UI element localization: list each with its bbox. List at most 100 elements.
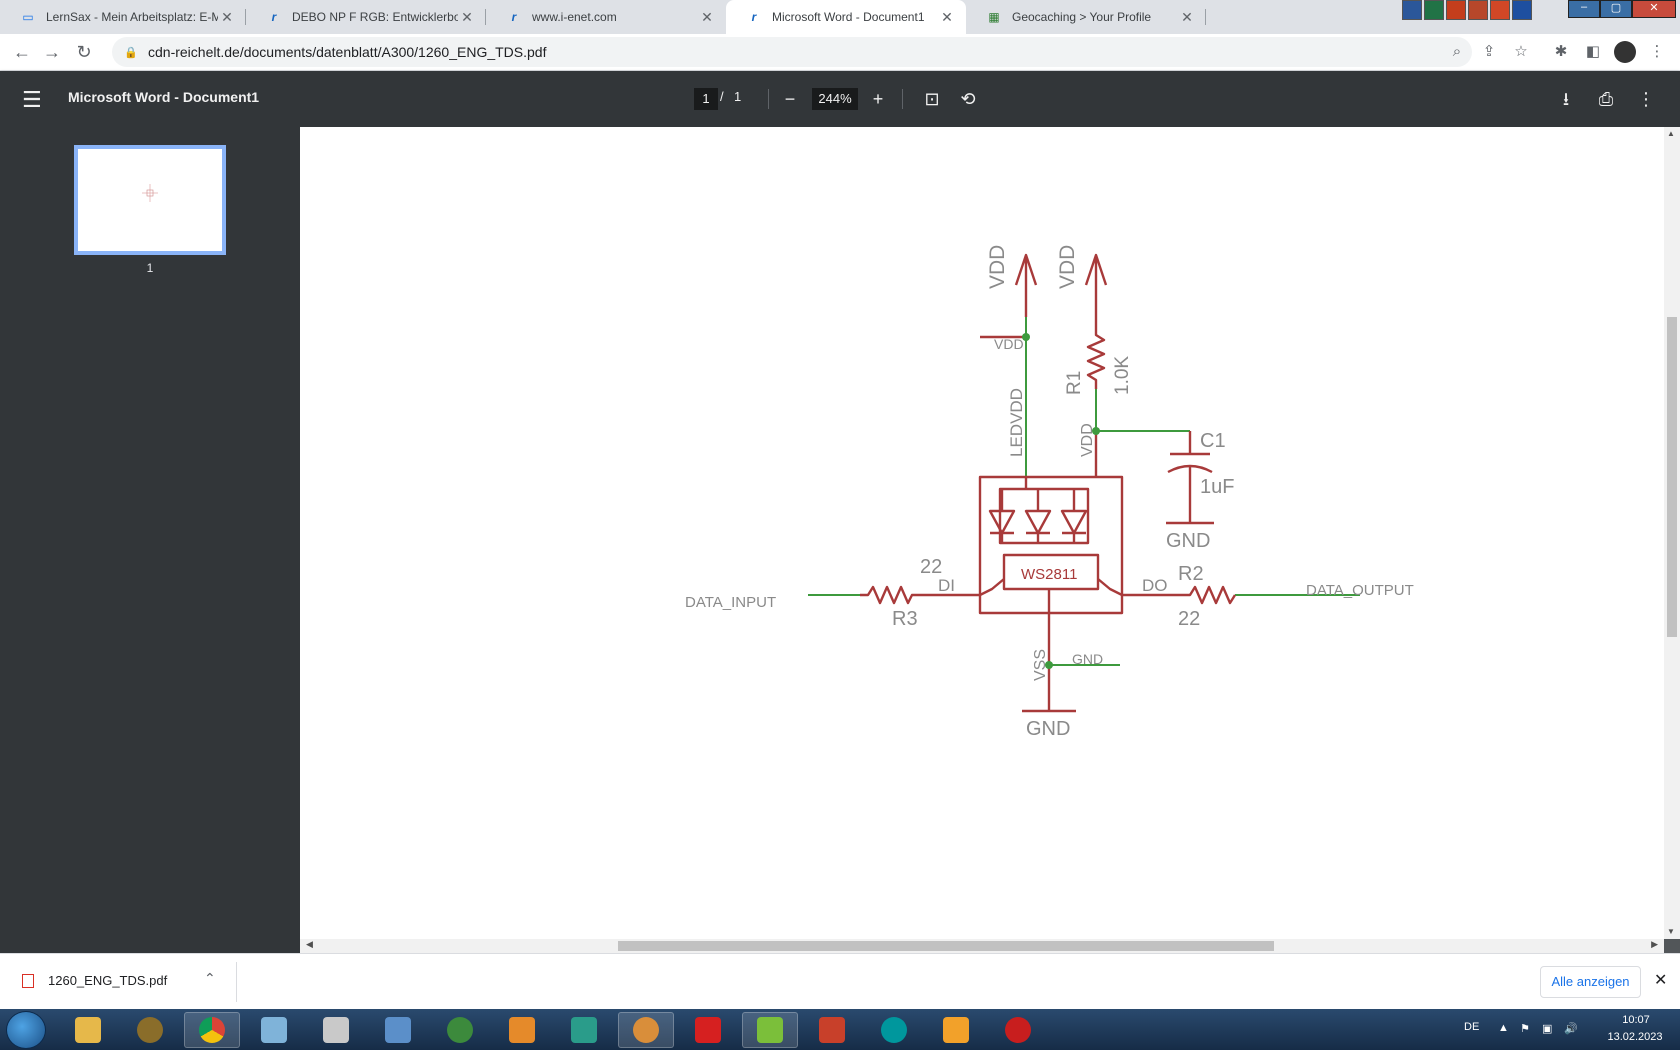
taskbar-app[interactable]	[928, 1012, 984, 1048]
app-icon	[943, 1017, 969, 1043]
taskbar-calculator[interactable]	[370, 1012, 426, 1048]
pdf-toolbar: ☰ Microsoft Word - Document1 1 / 1 − 244…	[0, 71, 1680, 127]
reload-icon[interactable]: ↻	[76, 42, 92, 62]
zoom-out-icon[interactable]: −	[784, 89, 796, 109]
show-all-button[interactable]: Alle anzeigen	[1540, 966, 1641, 998]
volume-icon[interactable]: 🔊	[1564, 1023, 1578, 1035]
taskbar-app[interactable]	[432, 1012, 488, 1048]
taskbar-app[interactable]	[804, 1012, 860, 1048]
tab-title: www.i-enet.com	[532, 10, 617, 24]
document-icon	[323, 1017, 349, 1043]
app-shortcut-icon[interactable]	[1468, 0, 1488, 20]
forward-icon[interactable]: →	[43, 42, 61, 62]
download-shelf: 1260_ENG_TDS.pdf ⌃ Alle anzeigen ✕	[0, 953, 1680, 1009]
app-shortcut-icon[interactable]	[1512, 0, 1532, 20]
tab-geocaching[interactable]: ▦ Geocaching > Your Profile ✕	[966, 0, 1206, 34]
taskbar-app[interactable]	[246, 1012, 302, 1048]
side-panel-icon[interactable]: ◧	[1585, 43, 1601, 60]
close-icon[interactable]: ✕	[941, 8, 953, 25]
quick-launch-icons	[1402, 0, 1532, 20]
taskbar-app[interactable]	[122, 1012, 178, 1048]
chevron-up-icon[interactable]: ▲	[1498, 1022, 1509, 1034]
scrollbar-thumb[interactable]	[1667, 317, 1677, 637]
print-icon[interactable]: ⎙	[1598, 89, 1614, 109]
tab-strip: ▭ LernSax - Mein Arbeitsplatz: E-M ✕ r D…	[0, 0, 1680, 34]
zoom-in-icon[interactable]: +	[872, 89, 884, 109]
page-thumbnail[interactable]	[74, 145, 226, 255]
close-icon[interactable]: ✕	[1654, 972, 1668, 989]
page-total: 1	[734, 89, 742, 104]
start-button[interactable]	[6, 1011, 46, 1049]
reichelt-icon: r	[511, 10, 517, 24]
chevron-up-icon[interactable]: ⌃	[204, 970, 216, 986]
flag-icon[interactable]: ⚑	[1520, 1023, 1530, 1035]
app-shortcut-icon[interactable]	[1490, 0, 1510, 20]
taskbar-app[interactable]	[990, 1012, 1046, 1048]
taskbar-chrome[interactable]	[184, 1012, 240, 1048]
tab-ienet[interactable]: r www.i-enet.com ✕	[486, 0, 726, 34]
taskbar-media[interactable]	[494, 1012, 550, 1048]
palette-icon	[633, 1017, 659, 1043]
taskbar-app[interactable]	[680, 1012, 736, 1048]
page-number-input[interactable]: 1	[694, 88, 718, 110]
horizontal-scrollbar[interactable]: ◀ ▶	[300, 939, 1664, 953]
share-icon[interactable]: ⇪	[1482, 43, 1496, 60]
back-icon[interactable]: ←	[13, 42, 31, 62]
minimize-icon[interactable]: –	[1568, 0, 1600, 18]
taskbar-paint[interactable]	[618, 1012, 674, 1048]
label-r1-value: 1.0K	[1112, 356, 1133, 395]
ws2811-schematic: VDD VDD VDD LEDVDD R1 1.0K VDD C1 1uF GN…	[685, 245, 1414, 740]
language-indicator[interactable]: DE	[1464, 1021, 1480, 1033]
maximize-icon[interactable]: ▢	[1600, 0, 1632, 18]
close-icon[interactable]: ✕	[461, 8, 473, 25]
scroll-right-icon[interactable]: ▶	[1651, 939, 1658, 949]
label-r1: R1	[1064, 371, 1085, 395]
vertical-scrollbar[interactable]: ▲ ▼	[1664, 127, 1680, 939]
extensions-icon[interactable]: ✱	[1554, 43, 1568, 60]
chrome-icon	[199, 1017, 225, 1043]
heart-icon	[1005, 1017, 1031, 1043]
tab-debo[interactable]: r DEBO NP F RGB: Entwicklerboard ✕	[246, 0, 486, 34]
taskbar-explorer[interactable]	[60, 1012, 116, 1048]
close-icon[interactable]: ✕	[701, 8, 713, 25]
menu-dots-icon[interactable]: ⋮	[1649, 43, 1665, 60]
download-filename[interactable]: 1260_ENG_TDS.pdf	[48, 973, 168, 988]
clock-time[interactable]: 10:07	[1622, 1014, 1650, 1026]
label-data-output: DATA_OUTPUT	[1306, 582, 1414, 599]
taskbar-arduino[interactable]	[866, 1012, 922, 1048]
reichelt-icon: r	[751, 10, 757, 24]
app-shortcut-icon[interactable]	[1402, 0, 1422, 20]
pdf-page: VDD VDD VDD LEDVDD R1 1.0K VDD C1 1uF GN…	[300, 127, 1664, 939]
more-options-icon[interactable]: ⋮	[1637, 89, 1655, 109]
scroll-down-icon[interactable]: ▼	[1667, 927, 1675, 936]
taskbar-app[interactable]	[556, 1012, 612, 1048]
taskbar-app[interactable]	[308, 1012, 364, 1048]
profile-avatar[interactable]	[1614, 41, 1636, 63]
globe-icon	[447, 1017, 473, 1043]
rotate-icon[interactable]: ⟲	[960, 89, 976, 109]
network-icon[interactable]: ▣	[1542, 1023, 1553, 1035]
clock-date[interactable]: 13.02.2023	[1607, 1031, 1663, 1043]
di-pin	[979, 578, 1005, 597]
bookmark-star-icon[interactable]: ☆	[1514, 43, 1528, 60]
label-gnd-main: GND	[1026, 718, 1070, 740]
app-shortcut-icon[interactable]	[1446, 0, 1466, 20]
zoom-icon[interactable]: ⌕	[1452, 43, 1462, 60]
close-icon[interactable]: ✕	[221, 8, 233, 25]
tab-document1[interactable]: r Microsoft Word - Document1 ✕	[726, 0, 966, 34]
scroll-up-icon[interactable]: ▲	[1667, 129, 1675, 138]
hamburger-menu-icon[interactable]: ☰	[22, 87, 42, 112]
app-shortcut-icon[interactable]	[1424, 0, 1444, 20]
fit-page-icon[interactable]: ⊡	[924, 89, 940, 109]
taskbar-app[interactable]	[742, 1012, 798, 1048]
label-do: DO	[1142, 576, 1168, 595]
zoom-input[interactable]: 244%	[812, 88, 858, 110]
tab-lernsax[interactable]: ▭ LernSax - Mein Arbeitsplatz: E-M ✕	[0, 0, 246, 34]
tab-title: Geocaching > Your Profile	[1012, 10, 1152, 24]
scrollbar-thumb[interactable]	[618, 941, 1274, 951]
scroll-left-icon[interactable]: ◀	[306, 939, 313, 949]
download-icon[interactable]: ⭳	[1562, 89, 1570, 109]
address-bar[interactable]: 🔒 cdn-reichelt.de/documents/datenblatt/A…	[112, 37, 1472, 67]
close-window-icon[interactable]: ✕	[1632, 0, 1676, 18]
close-icon[interactable]: ✕	[1181, 8, 1193, 25]
